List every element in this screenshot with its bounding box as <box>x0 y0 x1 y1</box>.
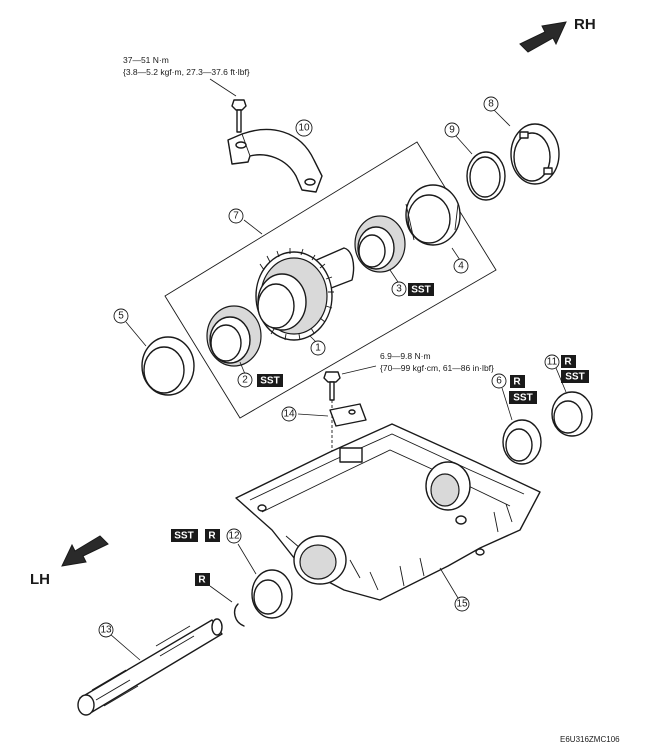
svg-text:5: 5 <box>118 311 124 322</box>
svg-text:R: R <box>564 357 572 368</box>
rh-label: RH <box>574 16 596 33</box>
svg-text:1: 1 <box>315 343 321 354</box>
tag-r-12: R <box>205 529 220 542</box>
tag-sst-3: SST <box>408 283 434 296</box>
callout-10: 10 <box>295 119 313 137</box>
svg-text:8: 8 <box>488 99 494 110</box>
callout-6: 6 <box>491 373 507 389</box>
figure-code: E6U316ZMC106 <box>560 735 620 744</box>
snap-ring-icon <box>233 603 245 627</box>
bolt-mid-icon <box>323 371 341 452</box>
cover-plate-icon <box>329 403 367 427</box>
svg-text:10: 10 <box>298 123 310 134</box>
torque-spec-top-line2: {3.8—5.2 kgf·m, 27.3—37.6 ft·lbf} <box>123 67 250 77</box>
svg-text:SST: SST <box>411 285 430 296</box>
callout-2: 2 <box>237 372 253 388</box>
svg-text:R: R <box>513 377 521 388</box>
tag-sst-6: SST <box>509 391 537 404</box>
lh-label: LH <box>30 571 50 588</box>
callout-9: 9 <box>444 122 460 138</box>
callout-14: 14 <box>281 406 297 422</box>
oil-seal-far-right-icon <box>551 391 593 437</box>
counter-gear-icon <box>255 247 355 341</box>
oil-seal-right-icon <box>502 419 542 465</box>
torque-spec-top-line1: 37—51 N·m <box>123 55 169 65</box>
tag-r-11: R <box>561 355 576 368</box>
callout-3: 3 <box>391 281 407 297</box>
tag-r-6: R <box>510 375 525 388</box>
torque-spec-mid-line2: {70—99 kgf·cm, 61—86 in·lbf} <box>380 363 494 373</box>
callout-11: 11 <box>544 354 560 370</box>
oil-seal-left-icon <box>251 569 293 619</box>
svg-text:R: R <box>198 575 206 586</box>
svg-text:9: 9 <box>449 125 455 136</box>
svg-text:SST: SST <box>260 376 279 387</box>
lh-arrow-icon <box>61 535 109 567</box>
bearing-race-right-icon <box>405 184 461 246</box>
callout-15: 15 <box>454 596 470 612</box>
svg-text:R: R <box>208 531 216 542</box>
callout-1: 1 <box>310 340 326 356</box>
transaxle-case-icon <box>235 423 541 601</box>
callout-5: 5 <box>113 308 129 324</box>
svg-text:6: 6 <box>496 376 502 387</box>
svg-text:14: 14 <box>283 409 295 420</box>
bolt-top-icon <box>231 99 247 133</box>
svg-text:SST: SST <box>565 372 584 383</box>
callout-7: 7 <box>228 208 244 224</box>
tag-sst-2: SST <box>257 374 283 387</box>
tapered-bearing-left-icon <box>206 305 262 367</box>
bearing-cap-icon <box>227 128 323 193</box>
svg-text:13: 13 <box>100 625 112 636</box>
tag-sst-11: SST <box>561 370 589 383</box>
callout-8: 8 <box>483 96 499 112</box>
tag-sst-12: SST <box>171 529 198 542</box>
svg-text:15: 15 <box>456 599 468 610</box>
svg-text:12: 12 <box>228 531 240 542</box>
svg-text:2: 2 <box>242 375 248 386</box>
drive-shaft-icon <box>77 618 223 716</box>
callout-13: 13 <box>98 622 114 638</box>
bearing-race-left-icon <box>141 336 195 396</box>
tag-r-snap-ring: R <box>195 573 210 586</box>
shim-ring-icon <box>466 151 506 201</box>
callout-4: 4 <box>453 258 469 274</box>
svg-text:SST: SST <box>174 531 193 542</box>
torque-spec-mid-line1: 6.9—9.8 N·m <box>380 351 431 361</box>
tapered-bearing-right-icon <box>354 215 406 273</box>
rh-arrow-icon <box>519 21 567 53</box>
svg-text:11: 11 <box>547 357 558 368</box>
svg-text:4: 4 <box>458 261 464 272</box>
assembly-frame <box>164 141 497 419</box>
svg-text:3: 3 <box>396 284 402 295</box>
svg-text:7: 7 <box>233 211 239 222</box>
callout-12: 12 <box>226 528 242 544</box>
svg-text:SST: SST <box>513 393 532 404</box>
adjuster-sleeve-icon <box>510 123 560 185</box>
